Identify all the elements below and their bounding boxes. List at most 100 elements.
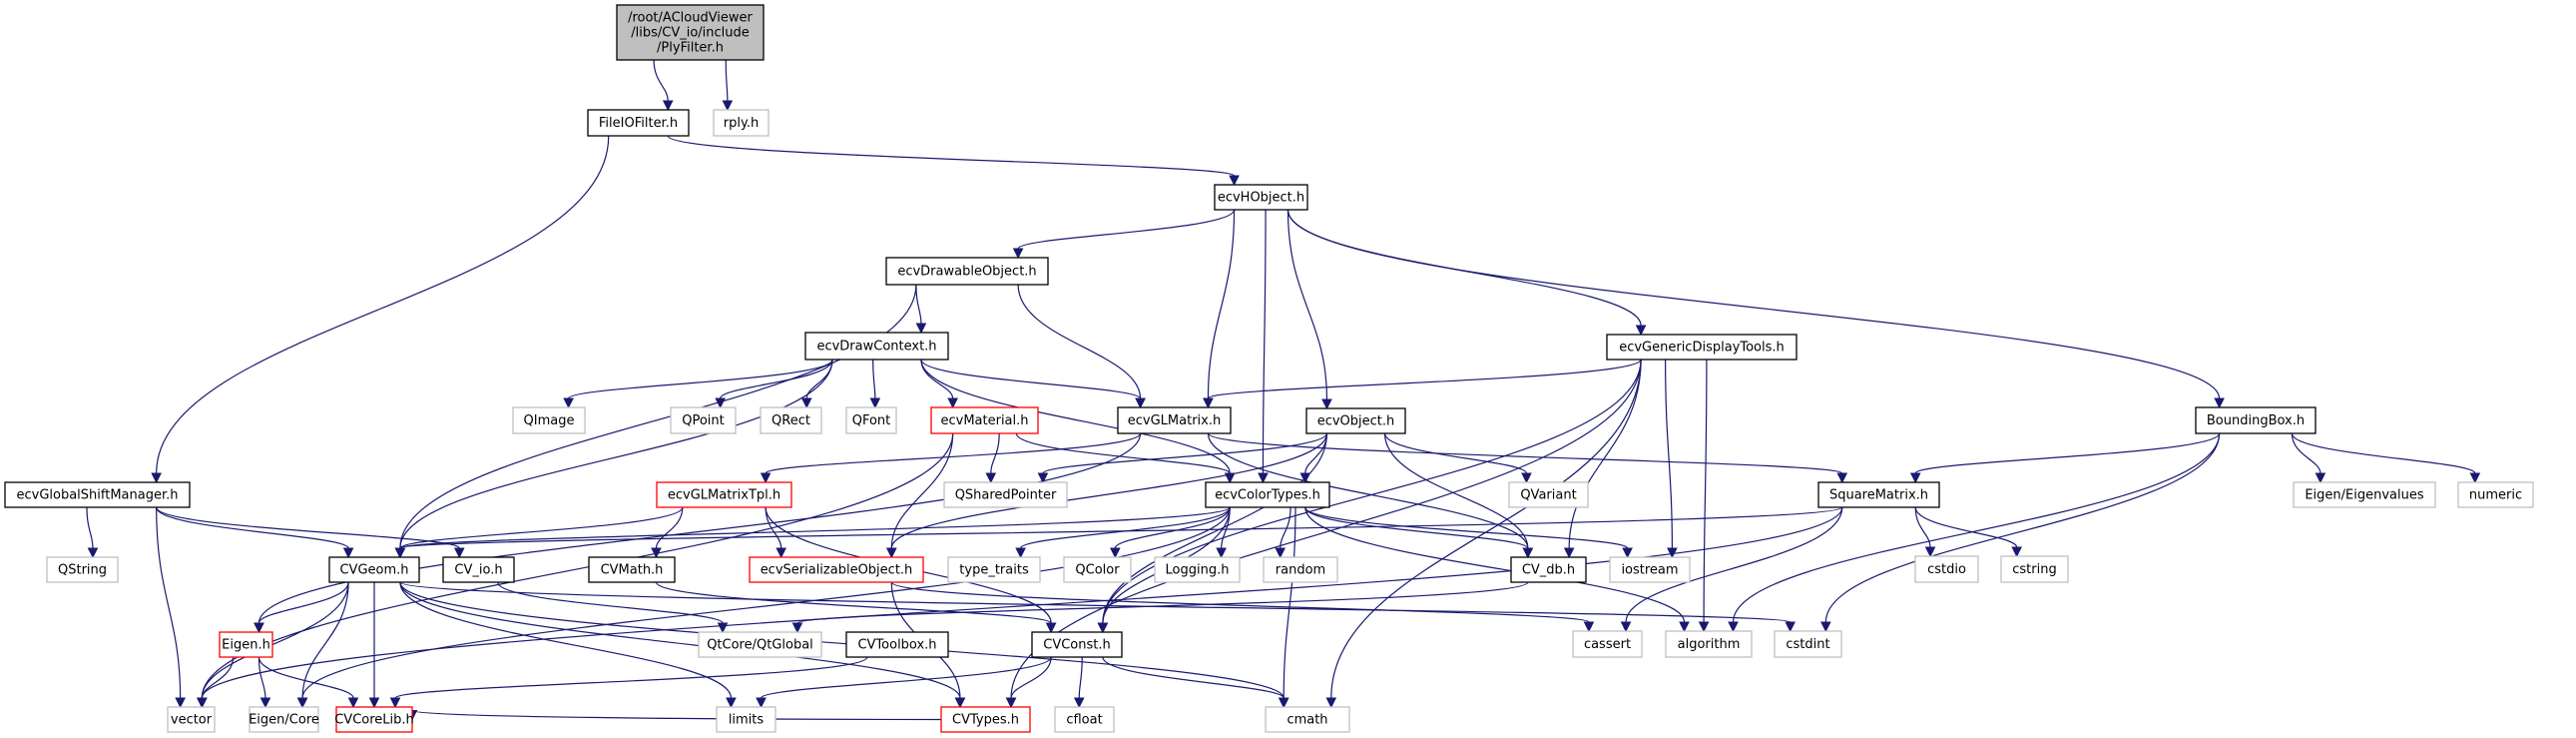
edge-cvgeom-to-cstdint — [399, 581, 1796, 633]
node-label: CV_db.h — [1522, 562, 1575, 577]
node-qvariant[interactable]: QVariant — [1508, 481, 1589, 508]
edge-cvgeom-to-eigencore — [296, 581, 349, 709]
node-cvtoolbox-h[interactable]: CVToolbox.h — [845, 631, 949, 658]
node-algorithm[interactable]: algorithm — [1665, 630, 1753, 658]
node-ecvdrawcontext-h[interactable]: ecvDrawContext.h — [804, 332, 949, 361]
edge-line — [653, 59, 669, 102]
node-eigen-eigenvalues[interactable]: Eigen/Eigenvalues — [2293, 481, 2436, 508]
arrowhead-icon — [947, 397, 958, 409]
node-box — [167, 706, 216, 733]
node-cv-io-h[interactable]: CV_io.h — [442, 556, 515, 583]
arrowhead-icon — [453, 547, 465, 559]
node-cfloat[interactable]: cfloat — [1054, 706, 1115, 733]
node-ecvmaterial-h[interactable]: ecvMaterial.h — [930, 406, 1039, 434]
edge-line — [399, 581, 1285, 699]
node-cstdio[interactable]: cstdio — [1914, 555, 1979, 583]
arrowhead-icon — [662, 100, 674, 112]
node-eigen-h[interactable]: Eigen.h — [219, 631, 273, 658]
node-label: BoundingBox.h — [2207, 413, 2305, 428]
node-qtcore-qtglobal[interactable]: QtCore/QtGlobal — [698, 631, 822, 658]
node-cassert[interactable]: cassert — [1572, 630, 1643, 658]
edge-ecvhobject-to-ecvobject — [1287, 209, 1332, 410]
node-cvgeom-h[interactable]: CVGeom.h — [328, 556, 420, 583]
node-cstring[interactable]: cstring — [2000, 555, 2069, 583]
edge-ecvobject-to-qvariant — [1383, 432, 1532, 484]
node-qsharedpointer[interactable]: QSharedPointer — [943, 481, 1068, 508]
edge-line — [872, 359, 876, 399]
node-fileiofilter-h[interactable]: FileIOFilter.h — [587, 109, 690, 137]
node-cstdint[interactable]: cstdint — [1774, 630, 1842, 658]
edge-line — [720, 359, 833, 399]
node-box — [1609, 556, 1691, 583]
node-qfont[interactable]: QFont — [845, 406, 897, 434]
node-ecvserializableobject-h[interactable]: ecvSerializableObject.h — [749, 556, 924, 583]
node-ecvglobalshiftmanager-h[interactable]: ecvGlobalShiftManager.h — [4, 481, 191, 508]
node-label: ecvGLMatrix.h — [1128, 413, 1221, 428]
node-label: ecvDrawContext.h — [816, 339, 936, 354]
edge-squarematrix-to-cvgeom — [394, 506, 1843, 559]
node-eigen-core[interactable]: Eigen/Core — [249, 706, 319, 733]
arrowhead-icon — [347, 697, 359, 709]
edge-line — [1703, 359, 1708, 623]
node-qstring[interactable]: QString — [46, 556, 119, 583]
node-label: vector — [171, 712, 213, 727]
arrowhead-icon — [87, 547, 99, 559]
node-boundingbox-h[interactable]: BoundingBox.h — [2195, 406, 2317, 434]
node-numeric[interactable]: numeric — [2457, 481, 2534, 508]
node-ecvglmatrix-h[interactable]: ecvGLMatrix.h — [1117, 406, 1232, 434]
node-ecvobject-h[interactable]: ecvObject.h — [1305, 407, 1406, 434]
arrowhead-icon — [791, 622, 803, 634]
node-cvcorelib-h[interactable]: CVCoreLib.h — [334, 706, 414, 733]
node-logging-h[interactable]: Logging.h — [1154, 556, 1241, 583]
node-label: cfloat — [1066, 712, 1102, 727]
arrowhead-icon — [1635, 325, 1647, 337]
node-iostream[interactable]: iostream — [1609, 556, 1691, 583]
node-ecvdrawableobject-h[interactable]: ecvDrawableObject.h — [885, 257, 1049, 286]
node-ecvcolortypes-h[interactable]: ecvColorTypes.h — [1205, 481, 1330, 508]
node-qrect[interactable]: QRect — [760, 406, 822, 434]
node-label: cstring — [2012, 562, 2056, 577]
edge-line — [156, 135, 610, 474]
node-cvconst-h[interactable]: CVConst.h — [1031, 631, 1123, 658]
node-cmath[interactable]: cmath — [1265, 706, 1350, 733]
node-squarematrix-h[interactable]: SquareMatrix.h — [1817, 481, 1940, 508]
node-label: CVTypes.h — [952, 712, 1019, 727]
node-random[interactable]: random — [1263, 556, 1338, 583]
node-cvtypes-h[interactable]: CVTypes.h — [940, 706, 1031, 733]
node-ecvgenericdisplaytools-h[interactable]: ecvGenericDisplayTools.h — [1606, 334, 1798, 361]
edge-line — [1207, 432, 1843, 474]
node-label: CV_io.h — [454, 562, 502, 577]
node-box — [698, 631, 822, 658]
arrowhead-icon — [1258, 472, 1269, 484]
node-rply-h[interactable]: rply.h — [713, 109, 770, 137]
node-box — [1031, 631, 1123, 658]
node-box — [2293, 481, 2436, 508]
node-cvmath-h[interactable]: CVMath.h — [588, 556, 676, 583]
edge-ecvobject-to-qsharedpointer — [1037, 432, 1328, 484]
node-type-traits[interactable]: type_traits — [947, 556, 1041, 583]
node-limits[interactable]: limits — [716, 706, 776, 733]
node-box — [930, 406, 1039, 434]
node-vector[interactable]: vector — [167, 706, 216, 733]
node-box — [1214, 184, 1308, 211]
node-ecvglmatrixtpl-h[interactable]: ecvGLMatrixTpl.h — [656, 481, 792, 508]
edge-line — [568, 359, 833, 399]
node-label: Eigen/Core — [249, 712, 319, 727]
arrowhead-icon — [151, 472, 162, 484]
edge-line — [667, 135, 1236, 177]
node-qimage[interactable]: QImage — [512, 406, 586, 434]
node-cv-db-h[interactable]: CV_db.h — [1510, 556, 1587, 583]
arrowhead-icon — [1583, 621, 1595, 633]
node-qcolor[interactable]: QColor — [1063, 556, 1132, 583]
node-ecvhobject-h[interactable]: ecvHObject.h — [1214, 184, 1308, 211]
node-qpoint[interactable]: QPoint — [670, 406, 737, 434]
edges-layer — [86, 59, 2481, 721]
edge-ecvgenericdisplaytools-to-iostream — [1665, 359, 1678, 559]
node-label: ecvHObject.h — [1218, 190, 1304, 205]
arrowhead-icon — [1224, 472, 1236, 484]
node-label: QVariant — [1520, 487, 1576, 502]
edge-boundingbox-to-eigenvalues — [2291, 432, 2326, 484]
node-plyfilter-h[interactable]: /root/ACloudViewer/libs/CV_io/include/Pl… — [616, 4, 765, 61]
node-label: Logging.h — [1166, 562, 1230, 577]
